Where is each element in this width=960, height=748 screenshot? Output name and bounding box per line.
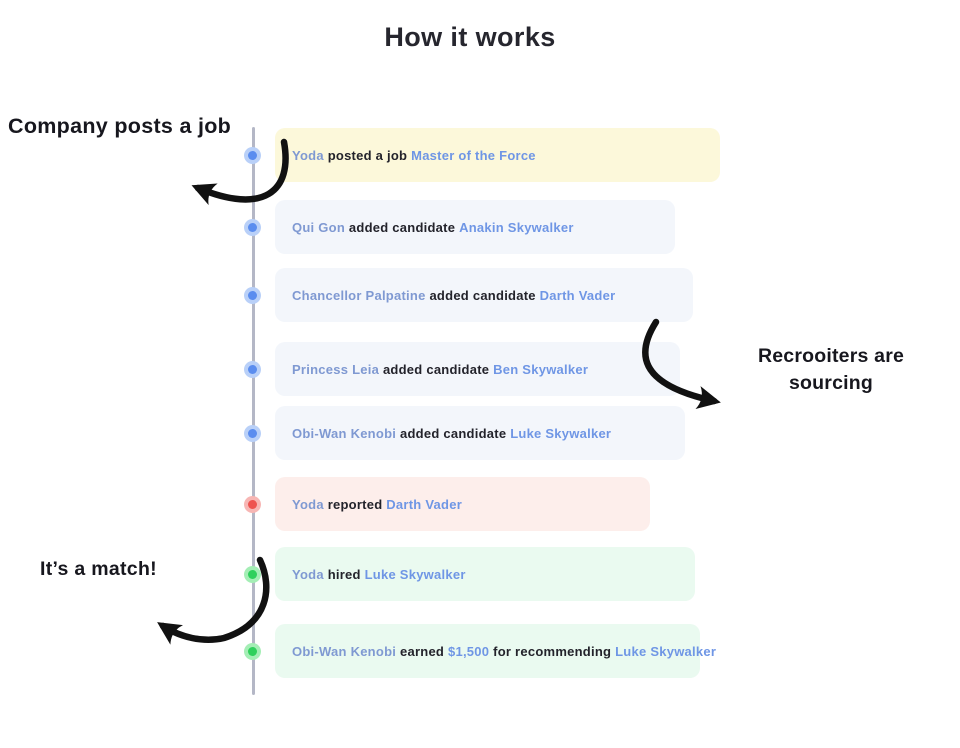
event-reported-vader-segment-link: Darth Vader	[386, 496, 463, 512]
timeline-axis	[252, 127, 255, 695]
timeline-dot-blue	[244, 286, 261, 304]
timeline-dot-core	[248, 150, 257, 160]
event-earned-reward-segment-action: earned	[396, 643, 448, 659]
event-posted-job-segment-action: posted a job	[323, 147, 412, 163]
event-added-luke-segment-action: added candidate	[396, 425, 511, 441]
timeline-dot-core	[248, 364, 257, 374]
event-added-anakin-segment-action: added candidate	[345, 219, 460, 235]
timeline-dot-core	[248, 499, 257, 509]
event-added-anakin-segment-link: Anakin Skywalker	[459, 219, 574, 235]
timeline-dot-blue	[244, 424, 261, 442]
timeline-dot-core	[248, 428, 257, 438]
event-posted-job[interactable]: Yoda posted a job Master of the Force	[275, 128, 720, 182]
event-added-luke-segment-link: Luke Skywalker	[510, 425, 612, 441]
event-added-vader-segment-name: Chancellor Palpatine	[292, 287, 426, 303]
annotation-recruiters-sourcing: Recrooiters are sourcing	[742, 343, 920, 397]
event-hired-luke-segment-link: Luke Skywalker	[364, 566, 466, 582]
event-posted-job-segment-link: Master of the Force	[411, 147, 536, 163]
timeline-dot-red	[244, 495, 261, 513]
timeline-dot-blue	[244, 218, 261, 236]
timeline-dot-blue	[244, 146, 261, 164]
curved-arrow-icon-company	[191, 138, 289, 206]
event-added-ben-segment-name: Princess Leia	[292, 361, 380, 377]
event-reported-vader-segment-name: Yoda	[292, 496, 324, 512]
timeline-dot-core	[248, 646, 257, 656]
event-earned-reward-segment-name: Obi-Wan Kenobi	[292, 643, 397, 659]
timeline-dot-green	[244, 565, 261, 583]
event-reported-vader-segment-action: reported	[323, 496, 387, 512]
timeline-dot-blue	[244, 360, 261, 378]
event-added-anakin-segment-name: Qui Gon	[292, 219, 346, 235]
timeline-dot-core	[248, 569, 257, 579]
annotation-recruiters-line1: Recrooiters are	[757, 345, 905, 367]
event-added-vader-segment-action: added candidate	[425, 287, 540, 303]
event-added-ben-segment-action: added candidate	[379, 361, 494, 377]
event-hired-luke[interactable]: Yoda hired Luke Skywalker	[275, 547, 695, 601]
event-earned-reward-segment-link: $1,500	[447, 643, 490, 659]
event-hired-luke-segment-name: Yoda	[292, 566, 324, 582]
event-hired-luke-segment-action: hired	[323, 566, 365, 582]
event-added-luke[interactable]: Obi-Wan Kenobi added candidate Luke Skyw…	[275, 406, 685, 460]
annotation-company-posts-job: Company posts a job	[8, 114, 232, 138]
annotation-its-a-match: It’s a match!	[40, 558, 157, 580]
event-earned-reward-segment-action: for recommending	[489, 643, 616, 659]
event-added-anakin[interactable]: Qui Gon added candidate Anakin Skywalker	[275, 200, 675, 254]
timeline-dot-green	[244, 642, 261, 660]
event-added-luke-segment-name: Obi-Wan Kenobi	[292, 425, 397, 441]
event-reported-vader[interactable]: Yoda reported Darth Vader	[275, 477, 650, 531]
event-added-ben[interactable]: Princess Leia added candidate Ben Skywal…	[275, 342, 680, 396]
event-added-vader-segment-link: Darth Vader	[539, 287, 616, 303]
timeline-dot-core	[248, 290, 257, 300]
event-posted-job-segment-name: Yoda	[292, 147, 324, 163]
event-earned-reward-segment-link: Luke Skywalker	[615, 643, 717, 659]
timeline-dot-core	[248, 222, 257, 232]
event-added-vader[interactable]: Chancellor Palpatine added candidate Dar…	[275, 268, 693, 322]
annotation-recruiters-line2: sourcing	[789, 372, 873, 394]
event-added-ben-segment-link: Ben Skywalker	[493, 361, 589, 377]
event-earned-reward[interactable]: Obi-Wan Kenobi earned $1,500 for recomme…	[275, 624, 716, 678]
page-title: How it works	[384, 22, 556, 52]
